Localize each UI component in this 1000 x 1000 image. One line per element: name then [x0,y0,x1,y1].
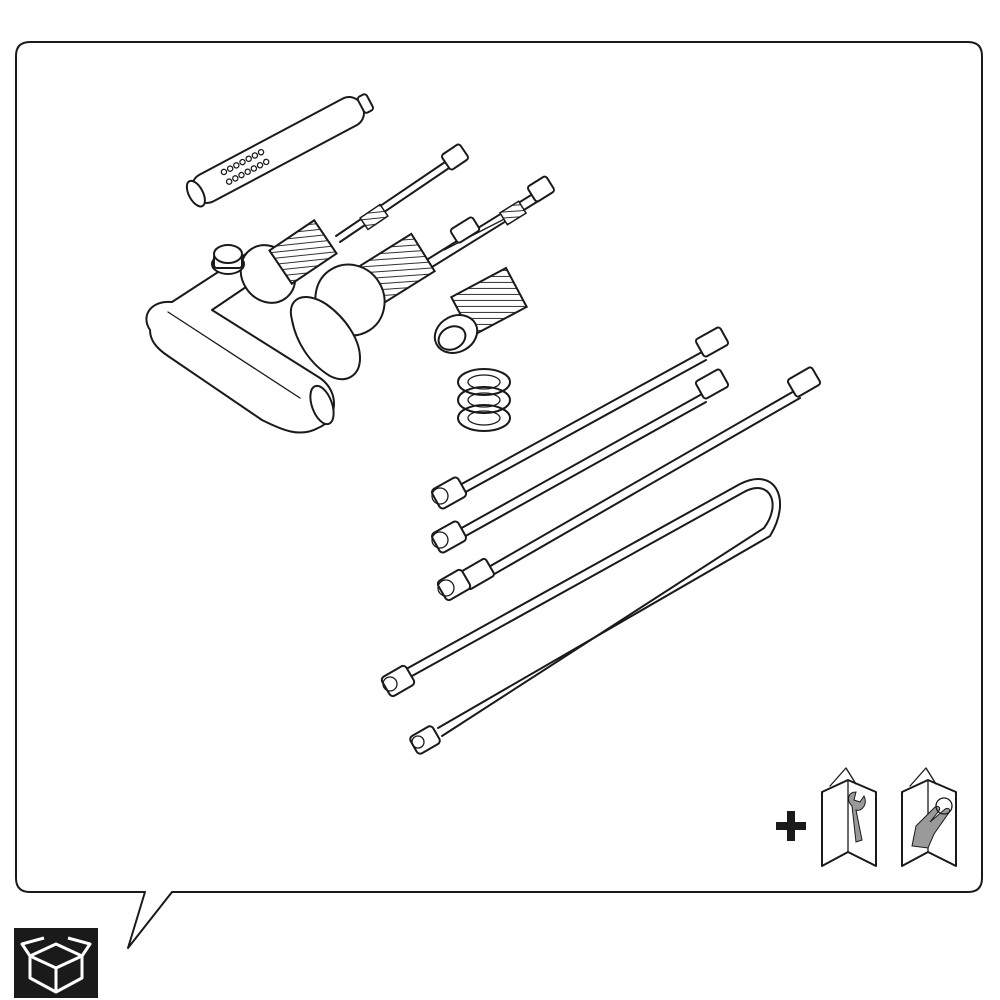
open-box-icon [14,928,98,998]
diverter-knob [433,266,529,354]
spout-mounting-rod [335,143,469,243]
flexible-hose-1 [430,326,730,510]
hand-shower [185,93,374,208]
mixer-lever [289,232,437,381]
contents-frame [15,41,983,949]
manual-wrench-icon [821,767,877,867]
shower-spray-holes [220,148,270,185]
bath-spout [145,218,338,434]
long-hose [436,366,822,602]
shower-hose [380,478,781,755]
o-ring-seals [457,368,511,432]
plus-icon [776,811,806,841]
mixer-mounting-rod [419,175,555,273]
manual-touch-icon [901,767,957,867]
flexible-hose-2 [430,368,730,554]
